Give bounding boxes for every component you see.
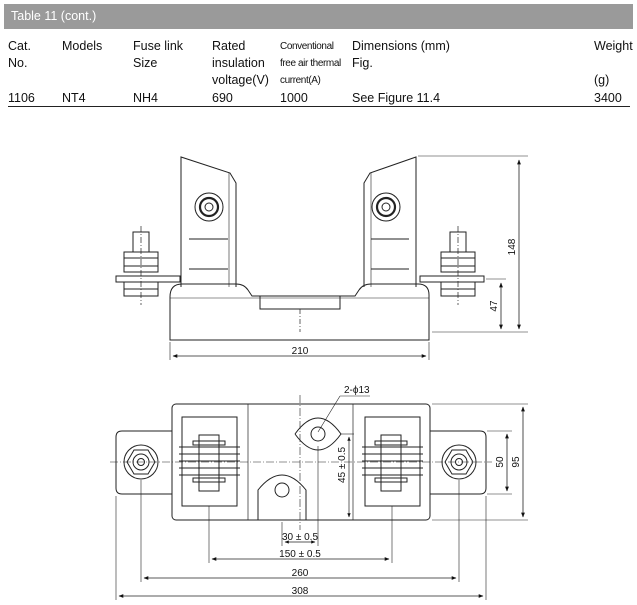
dim-210: 210 (292, 346, 309, 357)
dim-260: 260 (292, 568, 309, 579)
cell-model: NT4 (62, 91, 86, 105)
dim-308: 308 (292, 586, 309, 597)
header-free-air: free air thermal (280, 58, 341, 69)
header-current: current(A) (280, 75, 321, 86)
front-view (115, 155, 528, 360)
header-cat-no: No. (8, 56, 28, 70)
hole-label: 2-ϕ13 (344, 385, 370, 396)
dim-45: 45 ± 0.5 (337, 447, 348, 484)
header-conventional: Conventional (280, 41, 334, 52)
header-fig: Fig. (352, 56, 373, 70)
plan-view (110, 395, 528, 600)
header-fuse-link: Fuse link (133, 39, 184, 53)
header-dimensions: Dimensions (mm) (352, 39, 450, 53)
cell-cat-no: 1106 (8, 91, 35, 105)
cell-current: 1000 (280, 91, 308, 105)
header-fuse-size: Size (133, 56, 158, 70)
header-cat: Cat. (8, 39, 31, 53)
header-insulation: insulation (212, 56, 265, 70)
dim-95: 95 (511, 456, 522, 468)
cell-fuse: NH4 (133, 91, 159, 105)
header-voltage: voltage(V) (212, 73, 269, 87)
header-rated: Rated (212, 39, 246, 53)
header-weight-unit: (g) (594, 73, 610, 87)
table-title: Table 11 (cont.) (4, 4, 633, 29)
cell-weight: 3400 (594, 91, 622, 105)
header-weight: Weight (594, 39, 633, 53)
cell-fig: See Figure 11.4 (352, 91, 441, 105)
dim-148: 148 (507, 238, 518, 255)
dim-30: 30 ± 0.5 (282, 532, 319, 543)
dim-50: 50 (495, 456, 506, 468)
header-models: Models (62, 39, 103, 53)
dim-47: 47 (489, 300, 500, 312)
dim-150: 150 ± 0.5 (279, 549, 321, 560)
cell-voltage: 690 (212, 91, 233, 105)
table-separator (8, 106, 630, 107)
